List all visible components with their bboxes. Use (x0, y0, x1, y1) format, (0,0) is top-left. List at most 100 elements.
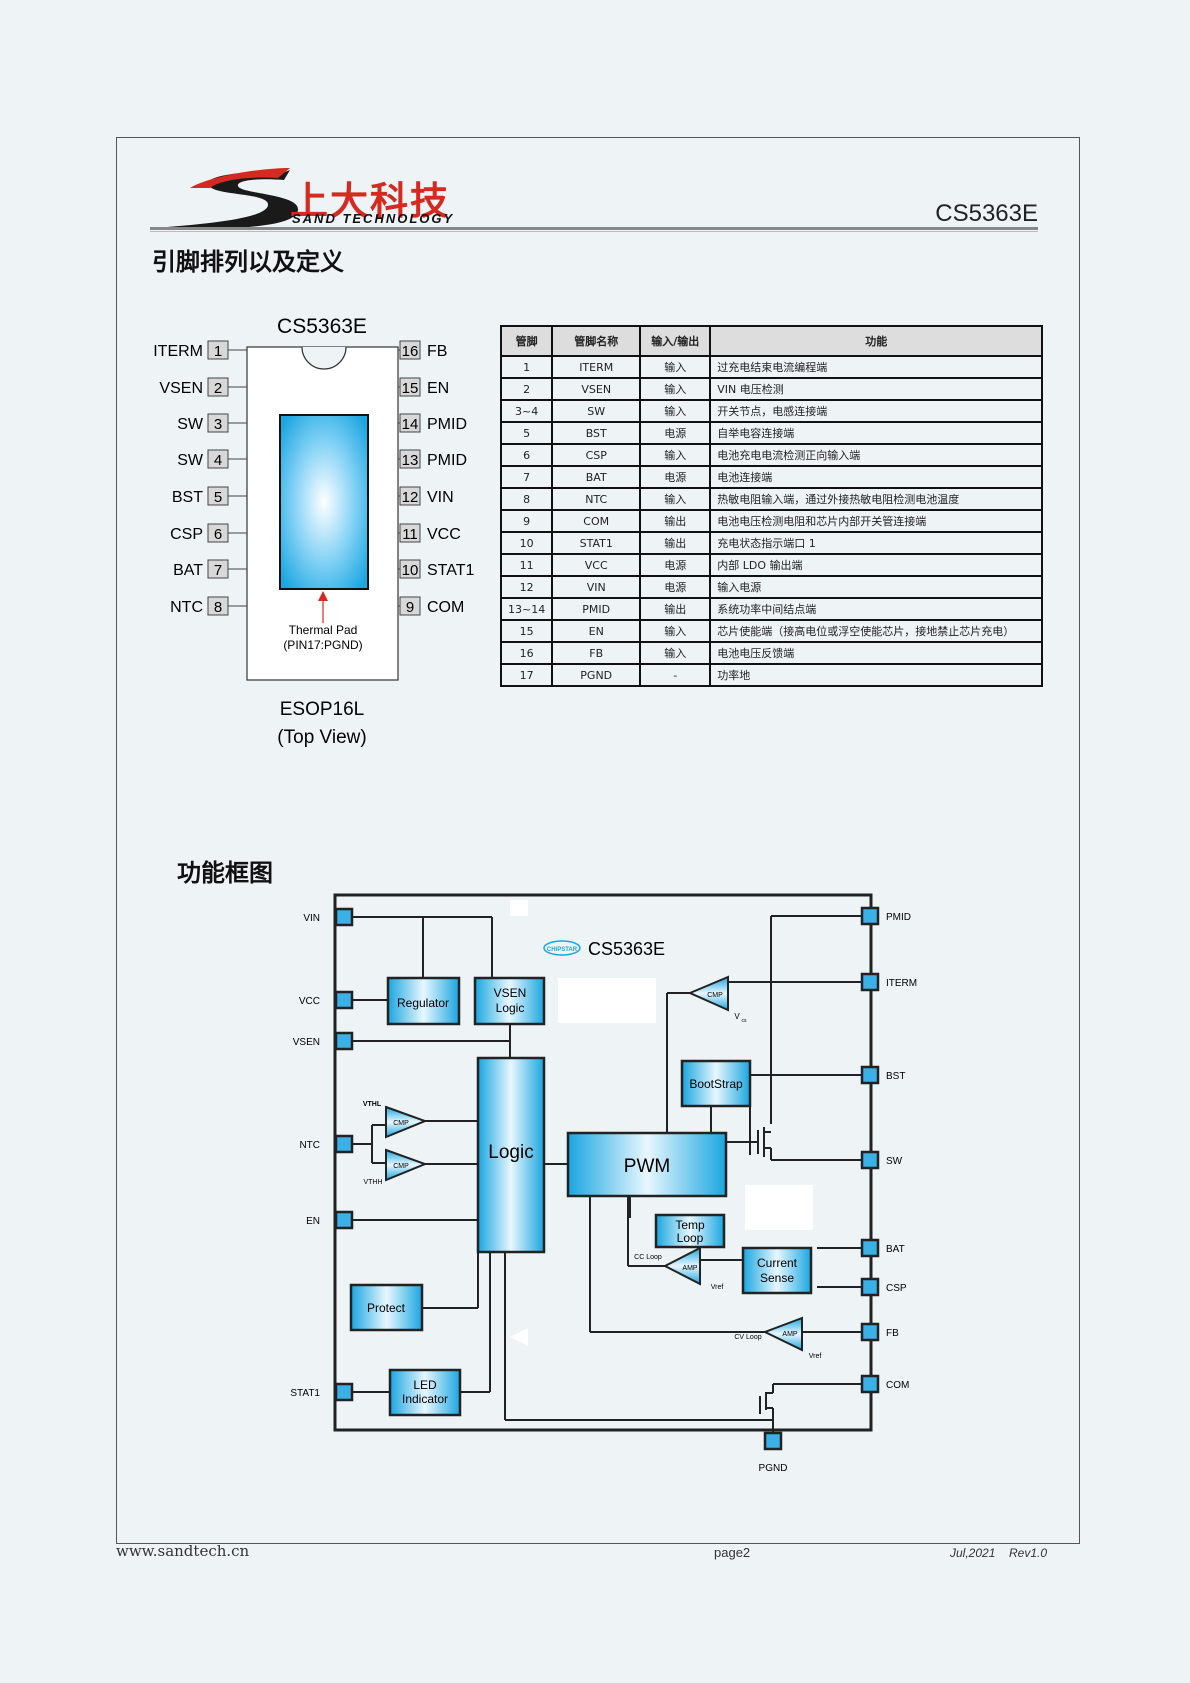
block-diagram-section-title: 功能框图 (177, 859, 273, 887)
pgnd-block-pin-label: PGND (759, 1463, 788, 1474)
pin-number-cell: 8 (499, 487, 554, 511)
right-pin-box (399, 523, 421, 543)
pin-name-cell: BAT (551, 465, 642, 489)
sand-logo-icon (154, 168, 299, 229)
chipstar-brand: CHIPSTAR (547, 947, 578, 953)
amp-label-1: AMP (682, 1265, 698, 1272)
header-function: 功能 (709, 325, 1044, 357)
vsen-logic-label-1: VSEN (494, 986, 527, 1000)
left-pin-number: 3 (214, 416, 222, 433)
pin-number-cell: 5 (499, 421, 554, 445)
vthl-label: VTHL (363, 1101, 382, 1108)
current-sense-block (741, 1246, 813, 1295)
right-pin-number: 11 (402, 526, 418, 543)
right-block-pin-label: FB (886, 1328, 899, 1339)
right-pin-box (399, 377, 421, 397)
led-label-1: LED (413, 1378, 437, 1392)
header-pin-name: 管脚名称 (551, 325, 642, 357)
pin-number-cell: 7 (499, 465, 554, 489)
left-block-pin (334, 1210, 354, 1230)
right-block-pin-label: BST (886, 1071, 905, 1082)
right-pin-name: FB (427, 343, 447, 360)
vcs-sub-label: cs (742, 1018, 748, 1024)
right-block-pin (860, 1374, 880, 1394)
io-type-cell: 电源 (639, 465, 712, 489)
footer-page-number: page2 (714, 1545, 751, 1560)
io-type-cell: 输入 (639, 355, 712, 379)
left-pin-number: 8 (214, 599, 222, 616)
footer-url[interactable]: www.sandtech.cn (116, 1542, 250, 1560)
block-chip-label: CS5363E (588, 939, 665, 959)
io-type-cell: 输入 (639, 443, 712, 467)
header-io: 输入/输出 (639, 325, 712, 357)
left-pin-number: 5 (214, 489, 222, 506)
right-pin-box (399, 340, 421, 360)
right-pin-number: 13 (402, 452, 419, 469)
header-rule-thin (150, 231, 1038, 232)
vref-label-1: Vref (711, 1284, 724, 1291)
function-cell: 输入电源 (709, 575, 1044, 599)
left-block-pin (334, 1134, 354, 1154)
right-pin-number: 9 (406, 599, 414, 616)
vref-label-2: Vref (809, 1353, 822, 1360)
bootstrap-label: BootStrap (689, 1077, 743, 1091)
right-pin-name: PMID (427, 416, 467, 433)
pin-name-cell: VSEN (551, 377, 642, 401)
left-pin-name: BAT (173, 562, 203, 579)
pin-number-cell: 2 (499, 377, 554, 401)
pin-name-cell: SW (551, 399, 642, 423)
left-block-pin-label: EN (306, 1216, 320, 1227)
pin-name-cell: PGND (551, 663, 642, 687)
logic-label: Logic (488, 1142, 533, 1163)
right-block-pin (860, 1322, 880, 1342)
pin-name-cell: PMID (551, 597, 642, 621)
io-type-cell: 电源 (639, 553, 712, 577)
cmp-label-3: CMP (707, 992, 723, 999)
cmp-label-1: CMP (393, 1120, 409, 1127)
function-cell: 电池电压检测电阻和芯片内部开关管连接端 (709, 509, 1044, 533)
right-block-pin (860, 972, 880, 992)
io-type-cell: 输入 (639, 399, 712, 423)
left-pin-name: BST (172, 489, 203, 506)
io-type-cell: 电源 (639, 421, 712, 445)
function-cell: 自举电容连接端 (709, 421, 1044, 445)
bootstrap-block (680, 1059, 752, 1108)
temp-loop-label-2: Loop (677, 1231, 704, 1245)
pin-number-cell: 15 (499, 619, 554, 643)
pin-name-cell: BST (551, 421, 642, 445)
pinout-section-title: 引脚排列以及定义 (152, 248, 344, 276)
iterm-comparator-icon (687, 975, 729, 1012)
left-pin-number: 4 (214, 452, 222, 469)
function-cell: 开关节点，电感连接端 (709, 399, 1044, 423)
io-type-cell: 电源 (639, 575, 712, 599)
cv-loop-label: CV Loop (734, 1334, 761, 1341)
io-type-cell: 输入 (639, 619, 712, 643)
vsen-logic-block (473, 976, 546, 1026)
function-cell: 功率地 (709, 663, 1044, 687)
ntc-high-comparator-icon (385, 1105, 428, 1139)
right-pin-number: 14 (402, 416, 419, 433)
function-cell: 电池电压反馈端 (709, 641, 1044, 665)
left-pin-number: 7 (214, 562, 222, 579)
function-cell: 芯片使能端（接高电位或浮空使能芯片，接地禁止芯片充电） (709, 619, 1044, 643)
pin-name-cell: STAT1 (551, 531, 642, 555)
right-pin-name: STAT1 (427, 562, 475, 579)
right-pin-name: EN (427, 380, 449, 397)
right-block-pin (860, 1150, 880, 1170)
temp-loop-label-1: Temp (675, 1218, 705, 1232)
cv-loop-amplifier-icon (762, 1316, 803, 1352)
right-pin-number: 12 (402, 489, 419, 506)
left-pin-name: CSP (170, 526, 203, 543)
left-block-pin-label: NTC (299, 1140, 320, 1151)
pin-name-cell: NTC (551, 487, 642, 511)
table-header-row: 管脚 管脚名称 输入/输出 功能 (499, 325, 1044, 357)
protect-block (349, 1283, 424, 1332)
temp-loop-block (654, 1213, 726, 1249)
ntc-low-comparator-icon (385, 1148, 428, 1182)
pin-name-cell: VCC (551, 553, 642, 577)
